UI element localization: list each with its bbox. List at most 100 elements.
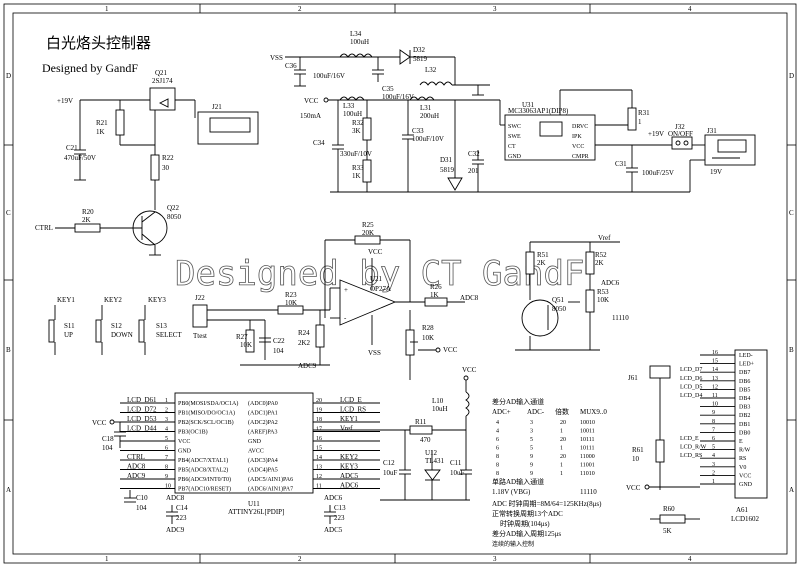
l31-ref: L31 <box>420 104 432 112</box>
s13-label: SELECT <box>156 331 182 339</box>
vref-supply-block: VCC L10 10uH R11 470 C12 10uF U12 TL431 … <box>313 366 477 501</box>
mcu-pin-net-9: ADC9 <box>127 472 146 480</box>
adc-col-4: MUX9..0 <box>580 408 607 416</box>
mcu-pin-net-8: ADC8 <box>127 463 146 471</box>
c34-value: 330uF/10V <box>340 150 372 158</box>
mcu-pin-num-1: 1 <box>165 398 168 404</box>
mcu-pin-net-1: LCD_D61 <box>127 396 157 404</box>
drawing-frame: 1 2 3 4 1 2 3 4 D C B A D C B A <box>3 3 797 564</box>
adc-cell-0-1: 3 <box>530 420 533 426</box>
frame-col-2-bottom: 2 <box>298 555 302 563</box>
adc-note-3: 时钟周期(104μs) <box>500 519 550 528</box>
mcu-pin-name-12: (ADC5/AIN1)PA6 <box>248 476 293 483</box>
r28-vcc: VCC <box>443 346 458 354</box>
adc-cell-5-1: 9 <box>530 463 533 469</box>
c11-value: 10uF <box>450 469 465 477</box>
mcu-pin-num-4: 4 <box>165 427 168 433</box>
c12-value: 10uF <box>383 469 398 477</box>
adc-cell-3-0: 6 <box>496 446 499 452</box>
u21-ref: U21 <box>370 275 383 283</box>
c21-ref: C21 <box>66 144 78 152</box>
frame-col-4: 4 <box>688 5 692 13</box>
frame-col-3-bottom: 3 <box>493 555 497 563</box>
l32-ref: L32 <box>425 66 437 74</box>
j31-value: 19V <box>710 168 722 176</box>
frame-col-4-bottom: 4 <box>688 555 692 563</box>
mcu-part: ATTINY26L[PDIP] <box>228 508 284 516</box>
net-19v-left: +19V <box>57 97 73 105</box>
lcd-pin-num-4: 4 <box>712 453 715 459</box>
adc-cell-6-0: 8 <box>496 471 499 477</box>
mcu-pin-name-8: PB5(ADC8/XTAL2) <box>178 467 228 474</box>
adc-cell-2-1: 5 <box>530 437 533 443</box>
mcu-pin-name-11: (ADC6/AIN1)PA7 <box>248 486 293 493</box>
resistor-r24 <box>315 324 325 348</box>
u31-pin-ct: CT <box>508 144 516 150</box>
d32-value: 5819 <box>413 55 428 63</box>
adc-cell-0-2: 20 <box>560 420 566 426</box>
r53-value: 10K <box>597 296 609 304</box>
switch-j32 <box>671 136 693 150</box>
c14-ref: C14 <box>176 504 188 512</box>
adc-cell-2-3: 10111 <box>580 437 595 443</box>
frame-row-c-right: C <box>789 209 794 217</box>
c32-ref: C32 <box>468 150 480 158</box>
lcd-pin-num-1: 1 <box>712 479 715 485</box>
frame-col-1-bottom: 1 <box>105 555 109 563</box>
a61-ref: A61 <box>736 506 749 514</box>
mcu-pin-net-2: LCD_D72 <box>127 406 157 414</box>
mcu-pin-num-12: 12 <box>316 474 322 480</box>
u12-ref: U12 <box>425 449 438 457</box>
keypad-block: KEY1 KEY2 KEY3 S11 UP S12 DOWN S13 SELEC… <box>48 294 208 355</box>
adc-cell-4-1: 9 <box>530 454 533 460</box>
adc-cell-4-2: 20 <box>560 454 566 460</box>
mcu-pin-num-17: 17 <box>316 427 322 433</box>
mcu-pin-net-11: ADC6 <box>340 482 359 490</box>
frame-row-d-right: D <box>789 72 794 80</box>
s12-ref: S12 <box>111 322 122 330</box>
j61-ref: J61 <box>628 374 638 382</box>
potentiometer-r28 <box>405 329 415 356</box>
r20-ref: R20 <box>82 208 94 216</box>
adc-note-4: 差分AD输入周期125μs <box>492 529 561 538</box>
frame-row-b-right: B <box>789 346 794 354</box>
q51-value: 8050 <box>552 305 567 313</box>
net-vss-label: VSS <box>270 54 283 62</box>
r23-ref: R23 <box>285 291 297 299</box>
adc-cell-3-1: 5 <box>530 446 533 452</box>
lcd-pin-net-12: LCD_D5 <box>680 384 702 390</box>
c34-ref: C34 <box>313 139 325 147</box>
adc-cell-4-3: 11000 <box>580 454 595 460</box>
switch-s13 <box>138 319 145 343</box>
q51-ref: Q51 <box>552 296 565 304</box>
r21-value: 1K <box>96 128 105 136</box>
mcu-pin-name-20: (ADC0)PA0 <box>248 400 278 407</box>
resistor-r25 <box>354 235 381 245</box>
adc-cell-3-3: 10111 <box>580 446 595 452</box>
j21-ref: J21 <box>212 103 222 111</box>
adc-cell-4-0: 8 <box>496 454 499 460</box>
r11-value: 470 <box>420 436 431 444</box>
mcu-pin-num-19: 19 <box>316 408 322 414</box>
lcd-pin-num-13: 13 <box>712 376 718 382</box>
lcd-vcc-net: VCC <box>626 484 641 492</box>
r22-ref: R22 <box>162 154 174 162</box>
adc-cell-2-0: 6 <box>496 437 499 443</box>
mcu-pin-name-17: (AREF)PA3 <box>248 429 277 436</box>
lcd-pin-name-10: DB3 <box>739 405 750 411</box>
key1-net: KEY1 <box>57 296 75 304</box>
c13-ref: C13 <box>334 504 346 512</box>
u31-pin-vcc: VCC <box>572 144 584 150</box>
mcu-pin-name-19: (ADC1)PA1 <box>248 410 278 417</box>
amplifier-block: R23 10K R27 10K C22 104 R24 2K2 ADC9 + -… <box>207 221 479 380</box>
r25-value: 20K <box>362 229 374 237</box>
resistor-r20 <box>74 223 101 233</box>
u31-pin-cmpr: CMPR <box>572 154 589 160</box>
c10-ref: C10 <box>136 494 148 502</box>
r52-ref: R52 <box>595 251 607 259</box>
net-adc9-opamp: ADC9 <box>298 362 317 370</box>
r61-ref: R61 <box>632 446 644 454</box>
